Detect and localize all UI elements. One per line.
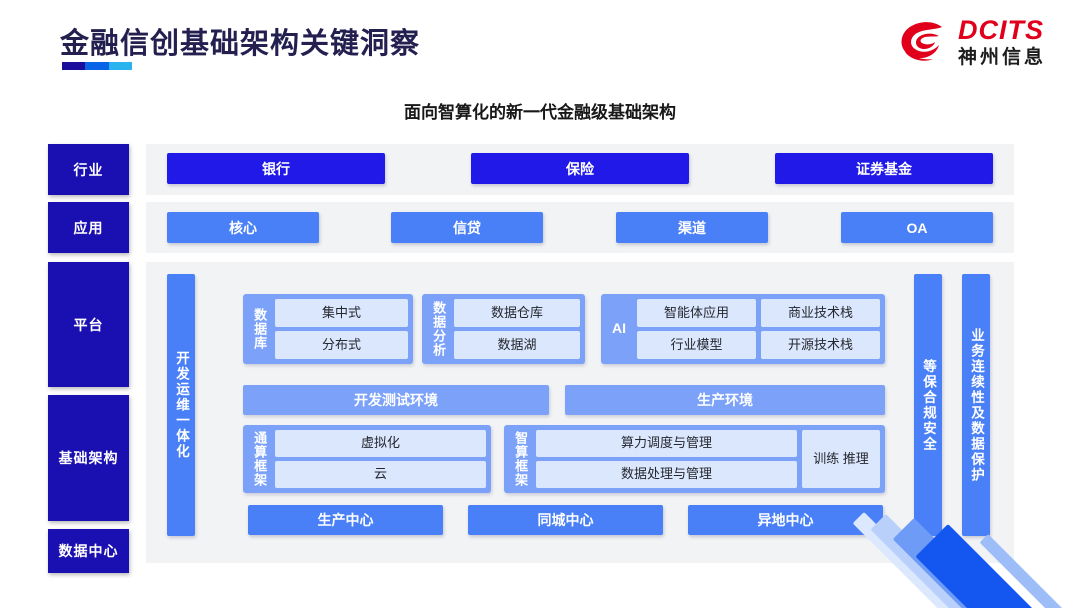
application-item-core[interactable]: 核心 — [167, 212, 319, 243]
group-label: 数据库 — [252, 308, 268, 350]
cell-agent-application[interactable]: 智能体应用 — [637, 299, 756, 327]
cell-virtualization[interactable]: 虚拟化 — [275, 430, 486, 457]
group-body: 算力调度与管理 数据处理与管理 — [536, 430, 797, 488]
sidebar-item-label: 平台 — [73, 316, 104, 333]
pill-label: 同城中心 — [537, 512, 594, 528]
group-row: 算力调度与管理 — [536, 430, 797, 457]
pill-label: 银行 — [262, 160, 290, 177]
pill-label: 信贷 — [453, 219, 481, 236]
infra-group-intelligent-compute[interactable]: 智算框架 算力调度与管理 数据处理与管理 训练 推理 — [504, 425, 885, 493]
cell-training-inference[interactable]: 训练 推理 — [802, 430, 880, 488]
platform-group-data-analytics[interactable]: 数据分析 数据仓库 数据湖 — [422, 294, 585, 364]
vbar-label: 业务连续性及数据保护 — [968, 327, 984, 483]
pill-label: 保险 — [566, 160, 594, 177]
vbar-label: 等保合规安全 — [920, 358, 936, 452]
group-body: 数据仓库 数据湖 — [454, 299, 580, 359]
infra-group-general-compute[interactable]: 通算框架 虚拟化 云 — [243, 425, 491, 493]
group-row: 虚拟化 — [275, 430, 486, 457]
application-item-credit[interactable]: 信贷 — [391, 212, 543, 243]
group-label: AI — [612, 320, 626, 337]
envbar-label: 生产环境 — [697, 392, 753, 408]
group-row: 集中式 — [275, 299, 408, 327]
group-row: 数据处理与管理 — [536, 461, 797, 488]
title-underline-accent — [62, 62, 132, 70]
accent-segment-3 — [109, 62, 132, 70]
vbar-devops[interactable]: 开发运维一体化 — [167, 274, 195, 536]
group-label: 通算框架 — [252, 431, 268, 487]
group-body: 虚拟化 云 — [275, 430, 486, 488]
group-body: 智能体应用 商业技术栈 行业模型 开源技术栈 — [637, 299, 880, 359]
sidebar-item-label: 基础架构 — [58, 450, 119, 466]
group-row: 行业模型 开源技术栈 — [637, 331, 880, 359]
industry-item-bank[interactable]: 银行 — [167, 153, 385, 184]
industry-item-insurance[interactable]: 保险 — [471, 153, 689, 184]
sidebar-item-label: 应用 — [73, 219, 104, 236]
cell-data-lake[interactable]: 数据湖 — [454, 331, 580, 359]
vbar-business-continuity[interactable]: 业务连续性及数据保护 — [962, 274, 990, 536]
cell-compute-scheduling[interactable]: 算力调度与管理 — [536, 430, 797, 457]
logo-wordmark: DCITS 神州信息 — [957, 15, 1046, 68]
cell-cloud[interactable]: 云 — [275, 461, 486, 488]
group-row: 分布式 — [275, 331, 408, 359]
sidebar-item-label: 行业 — [73, 161, 104, 178]
platform-group-database[interactable]: 数据库 集中式 分布式 — [243, 294, 413, 364]
application-item-channel[interactable]: 渠道 — [616, 212, 768, 243]
accent-segment-1 — [62, 62, 85, 70]
vbar-label: 开发运维一体化 — [173, 350, 189, 460]
datacenter-item-production[interactable]: 生产中心 — [248, 505, 443, 535]
group-row: 云 — [275, 461, 486, 488]
pill-label: 生产中心 — [317, 512, 374, 528]
group-label: 数据分析 — [431, 301, 447, 357]
cell-distributed[interactable]: 分布式 — [275, 331, 408, 359]
datacenter-item-metro[interactable]: 同城中心 — [468, 505, 663, 535]
page-title: 金融信创基础架构关键洞察 — [60, 28, 421, 60]
logo-text-cn: 神州信息 — [957, 47, 1046, 68]
env-production[interactable]: 生产环境 — [565, 385, 885, 415]
sidebar-item-label: 数据中心 — [58, 543, 119, 559]
cell-data-processing[interactable]: 数据处理与管理 — [536, 461, 797, 488]
datacenter-item-remote[interactable]: 异地中心 — [688, 505, 883, 535]
pill-label: 证券基金 — [856, 160, 912, 177]
company-logo: DCITS 神州信息 — [897, 16, 1046, 68]
diagram-subtitle: 面向智算化的新一代金融级基础架构 — [404, 103, 676, 122]
pill-label: OA — [906, 219, 928, 236]
logo-text-en: DCITS — [957, 15, 1044, 45]
pill-label: 核心 — [229, 219, 257, 236]
vbar-compliance-security[interactable]: 等保合规安全 — [914, 274, 942, 536]
cell-opensource-tech-stack[interactable]: 开源技术栈 — [761, 331, 880, 359]
cell-data-warehouse[interactable]: 数据仓库 — [454, 299, 580, 327]
cell-industry-model[interactable]: 行业模型 — [637, 331, 756, 359]
accent-segment-2 — [85, 62, 109, 70]
envbar-label: 开发测试环境 — [354, 392, 438, 408]
pill-label: 异地中心 — [757, 512, 814, 528]
group-row: 数据仓库 — [454, 299, 580, 327]
page-header: 金融信创基础架构关键洞察 DCITS 神州信息 — [0, 0, 1080, 88]
cell-commercial-tech-stack[interactable]: 商业技术栈 — [761, 299, 880, 327]
sidebar-item-datacenter[interactable]: 数据中心 — [48, 529, 129, 573]
sidebar-item-infrastructure[interactable]: 基础架构 — [48, 395, 129, 521]
application-item-oa[interactable]: OA — [841, 212, 993, 243]
sidebar-item-application[interactable]: 应用 — [48, 202, 129, 253]
platform-group-ai[interactable]: AI 智能体应用 商业技术栈 行业模型 开源技术栈 — [601, 294, 885, 364]
group-row: 数据湖 — [454, 331, 580, 359]
env-dev-test[interactable]: 开发测试环境 — [243, 385, 549, 415]
cell-centralized[interactable]: 集中式 — [275, 299, 408, 327]
dcits-swirl-icon — [897, 16, 949, 68]
sidebar-item-industry[interactable]: 行业 — [48, 144, 129, 195]
group-body: 集中式 分布式 — [275, 299, 408, 359]
pill-label: 渠道 — [678, 219, 706, 236]
group-label: 智算框架 — [513, 431, 529, 487]
industry-item-securities-fund[interactable]: 证券基金 — [775, 153, 993, 184]
group-row: 智能体应用 商业技术栈 — [637, 299, 880, 327]
sidebar-item-platform[interactable]: 平台 — [48, 262, 129, 387]
